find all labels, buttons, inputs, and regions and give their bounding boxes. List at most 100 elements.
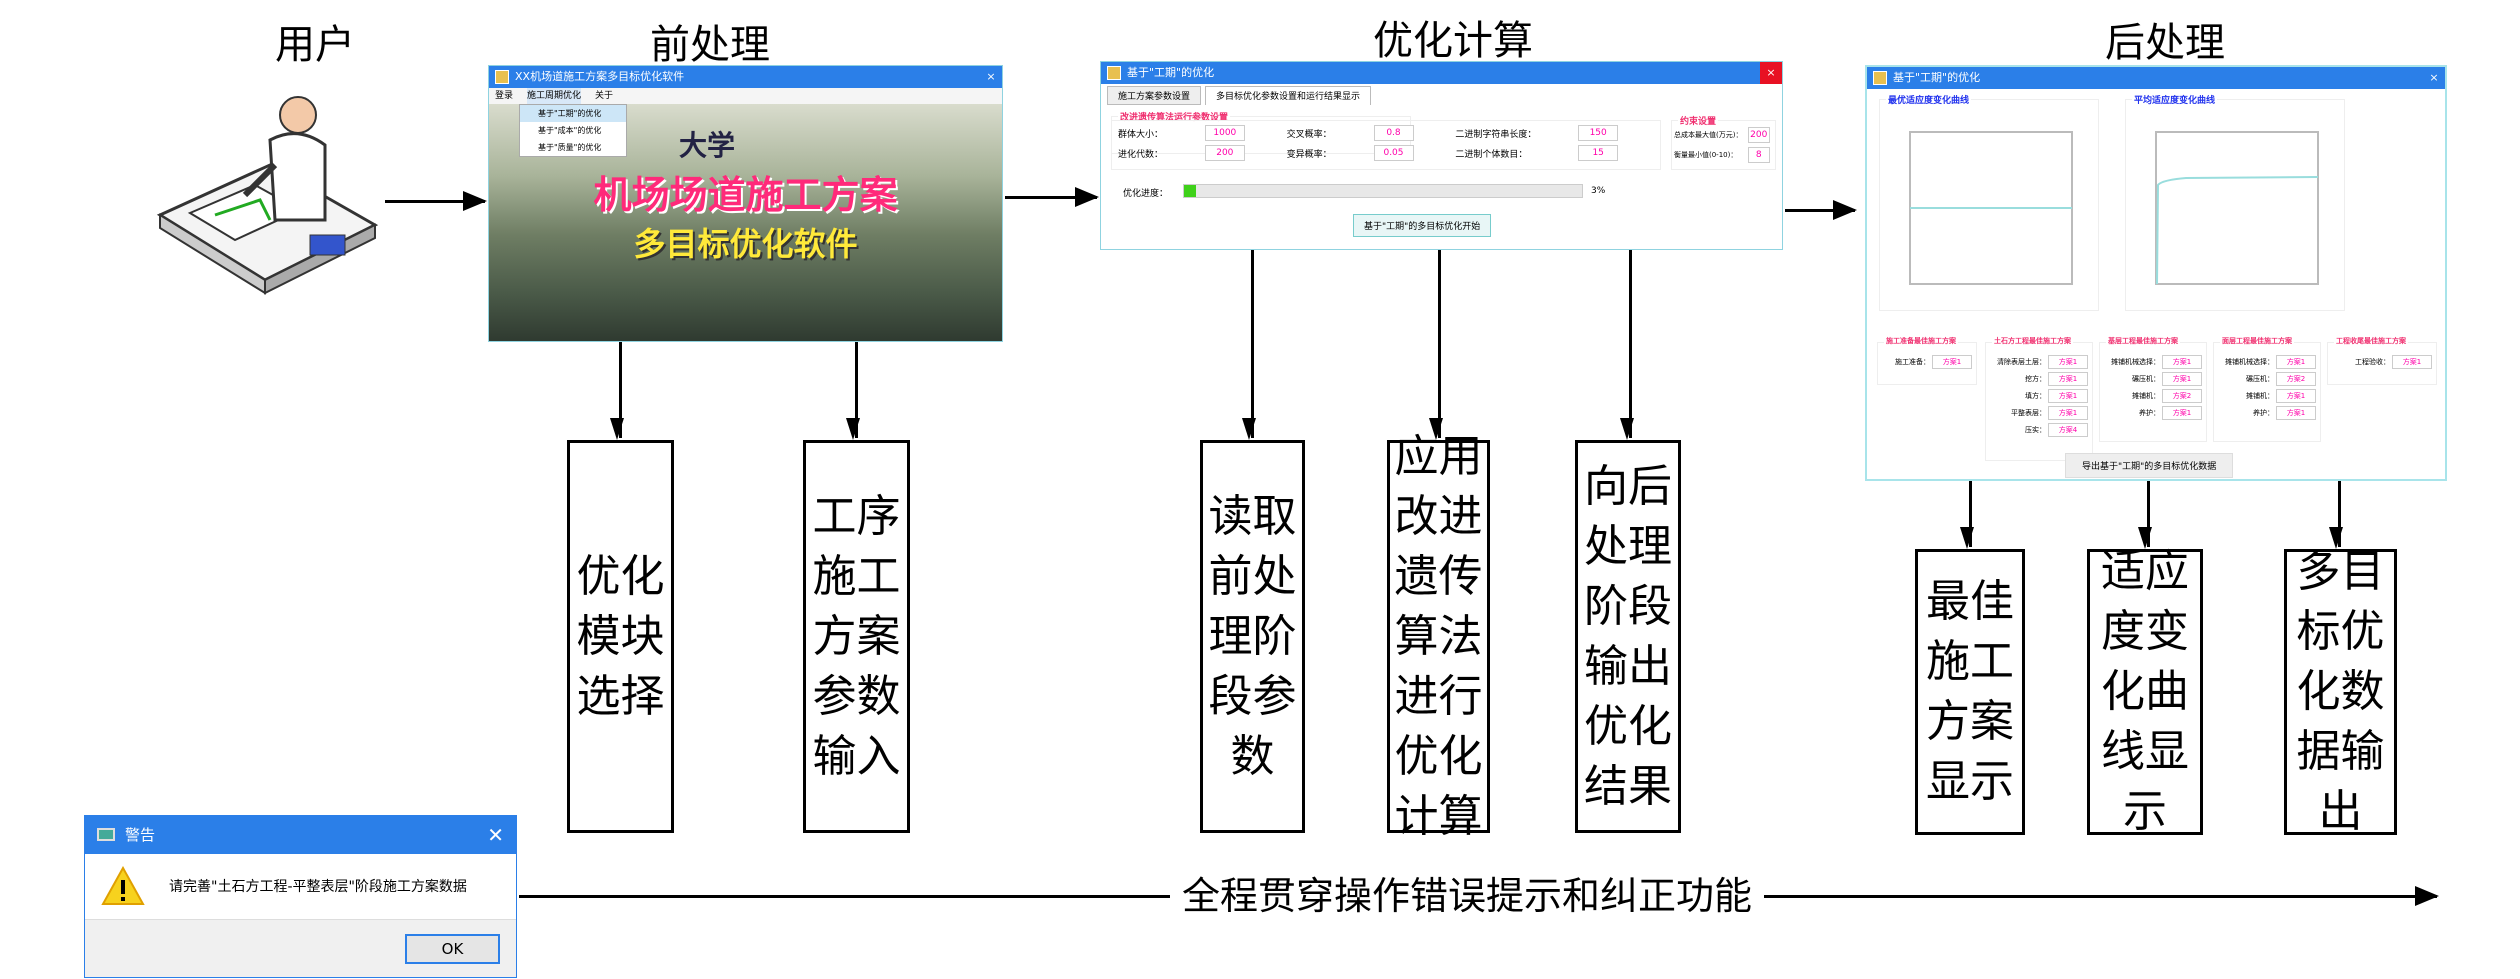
scheme-row: 养护：方案1 xyxy=(2218,406,2316,420)
close-icon[interactable]: × xyxy=(2429,71,2439,84)
scheme-value: 方案2 xyxy=(2162,389,2202,403)
app-icon xyxy=(97,828,115,841)
population-size-input[interactable]: 1000 xyxy=(1204,125,1245,141)
close-icon[interactable]: × xyxy=(986,70,996,83)
field-label: 碾压机： xyxy=(2246,375,2274,383)
constraint-title: 约束设置 xyxy=(1678,114,1719,127)
mutation-rate-input[interactable]: 0.05 xyxy=(1373,145,1414,161)
scheme-value: 方案1 xyxy=(2276,389,2316,403)
scheme-value: 方案1 xyxy=(2048,406,2088,420)
field-label: 二进制字符串长度： xyxy=(1455,129,1537,140)
scheme-row: 摊铺机：方案2 xyxy=(2104,389,2202,403)
scheme-value: 方案1 xyxy=(2048,389,2088,403)
max-cost-input[interactable]: 200 xyxy=(1747,127,1770,143)
avg-fitness-chart-panel: 平均适应度变化曲线 xyxy=(2125,93,2345,311)
dropdown-item-quality[interactable]: 基于"质量"的优化 xyxy=(538,143,602,152)
avg-fitness-line xyxy=(2156,176,2319,285)
warning-title: 警告 xyxy=(125,826,156,844)
plot-area xyxy=(2155,131,2319,285)
field-label: 工程验收： xyxy=(2355,358,2390,366)
step-fitness-curve: 适应度变化曲线显示 xyxy=(2087,546,2203,837)
step-text: 读取前处理阶段参数 xyxy=(1208,490,1297,782)
step-module-select: 优化模块选择 xyxy=(567,440,674,833)
field-label: 施工准备： xyxy=(1895,358,1930,366)
banner-subtitle: 多目标优化软件 xyxy=(633,225,858,263)
window-title: 基于"工期"的优化 xyxy=(1127,66,1215,79)
close-icon[interactable]: ✕ xyxy=(487,823,504,847)
arrow-down xyxy=(1242,250,1256,440)
progress-percent: 3% xyxy=(1591,186,1606,196)
constraint-group: 约束设置 总成本最大值(万元)：200 衡量最小值(0-10)：8 xyxy=(1671,114,1776,170)
error-handling-label: 全程贯穿操作错误提示和纠正功能 xyxy=(1170,872,1765,920)
close-icon[interactable]: × xyxy=(1760,62,1782,84)
field-label: 养护： xyxy=(2139,409,2160,417)
step-text: 向后处理阶段输出优化结果 xyxy=(1584,460,1672,812)
scheme-row: 清除表层土层：方案1 xyxy=(1990,355,2088,369)
warning-body: 请完善"土石方工程-平整表层"阶段施工方案数据 xyxy=(85,854,516,918)
scheme-row: 工程验收：方案1 xyxy=(2332,355,2432,369)
stage-title-postprocess: 后处理 xyxy=(2105,20,2225,66)
field-label: 总成本最大值(万元)： xyxy=(1674,131,1743,139)
export-data-button[interactable]: 导出基于"工期"的多目标优化数据 xyxy=(2065,453,2234,478)
start-optimize-button[interactable]: 基于"工期"的多目标优化开始 xyxy=(1353,214,1492,237)
scheme-row: 挖方：方案1 xyxy=(1990,372,2088,386)
min-measure-input[interactable]: 8 xyxy=(1747,147,1770,163)
menu-login[interactable]: 登录 xyxy=(495,91,514,101)
field-label: 挖方： xyxy=(2025,375,2046,383)
tab-scheme-params[interactable]: 施工方案参数设置 xyxy=(1107,86,1202,105)
warning-icon xyxy=(101,866,145,905)
field-label: 摊铺机： xyxy=(2246,392,2274,400)
section-title: 基层工程最佳施工方案 xyxy=(2106,336,2180,346)
app-icon xyxy=(1873,71,1887,85)
progress-bar xyxy=(1183,184,1583,198)
crossover-rate-input[interactable]: 0.8 xyxy=(1373,125,1414,141)
binary-count-input[interactable]: 15 xyxy=(1578,145,1619,161)
scheme-row: 摊铺机械选择：方案1 xyxy=(2218,355,2316,369)
best-fitness-chart-title: 最优适应度变化曲线 xyxy=(1886,93,1972,106)
field-label: 交叉概率： xyxy=(1286,129,1332,140)
field-label: 碾压机： xyxy=(2132,375,2160,383)
arrow-user-to-preprocess xyxy=(385,191,487,211)
arrow-down xyxy=(1960,481,1974,549)
preprocess-titlebar: XX机场道施工方案多目标优化软件× xyxy=(489,66,1002,88)
menu-schedule-optimize[interactable]: 施工周期优化 xyxy=(527,88,582,104)
banner-title: 机场场道施工方案 xyxy=(593,173,898,217)
scheme-value: 方案1 xyxy=(2392,355,2432,369)
field-label: 清除表层土层： xyxy=(1997,358,2046,366)
stage-title-preprocess: 前处理 xyxy=(650,22,770,68)
field-label: 摊铺机： xyxy=(2132,392,2160,400)
step-data-output: 多目标优化数据输出 xyxy=(2284,546,2397,837)
arrow-down xyxy=(1429,250,1443,440)
field-label: 压实： xyxy=(2025,426,2046,434)
tab-optimize-run[interactable]: 多目标优化参数设置和运行结果显示 xyxy=(1205,86,1372,105)
scheme-row: 施工准备：方案1 xyxy=(1882,355,1972,369)
dropdown-item-cost[interactable]: 基于"成本"的优化 xyxy=(538,126,602,135)
app-icon xyxy=(495,70,509,84)
step-read-params: 读取前处理阶段参数 xyxy=(1200,440,1305,833)
dropdown-item-duration[interactable]: 基于"工期"的优化 xyxy=(520,105,626,122)
stage-title-user: 用户 xyxy=(275,22,355,68)
scheme-value: 方案1 xyxy=(2048,372,2088,386)
step-ga-compute: 应用改进遗传算法进行优化计算 xyxy=(1387,431,1490,842)
ok-button[interactable]: OK xyxy=(405,934,500,964)
generations-input[interactable]: 200 xyxy=(1204,145,1245,161)
arrow-preprocess-to-optimize xyxy=(1005,187,1099,207)
user-at-desk-icon xyxy=(156,96,379,295)
step-text: 适应度变化曲线显示 xyxy=(2101,546,2189,837)
avg-fitness-chart-title: 平均适应度变化曲线 xyxy=(2132,93,2218,106)
menu-about[interactable]: 关于 xyxy=(595,91,614,101)
binary-length-input[interactable]: 150 xyxy=(1578,125,1619,141)
field-label: 群体大小： xyxy=(1118,129,1164,140)
window-title: 基于"工期"的优化 xyxy=(1893,71,1981,84)
field-label: 变异概率： xyxy=(1286,149,1332,160)
warning-dialog: 警告 ✕ 请完善"土石方工程-平整表层"阶段施工方案数据 OK xyxy=(84,815,517,978)
arrow-down xyxy=(2138,481,2152,549)
scheme-row: 填方：方案1 xyxy=(1990,389,2088,403)
app-icon xyxy=(1107,66,1121,80)
arrow-down xyxy=(846,342,860,440)
best-fitness-chart xyxy=(1909,131,2073,285)
field-label: 摊铺机械选择： xyxy=(2111,358,2160,366)
